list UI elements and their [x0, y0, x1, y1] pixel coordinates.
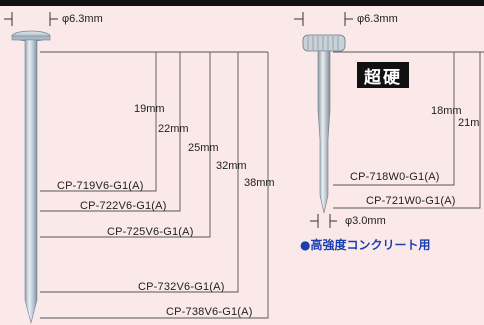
length-label-19: 19mm [134, 103, 165, 115]
right-head-diameter: φ6.3mm [357, 13, 398, 25]
carbide-badge: 超硬 [357, 62, 409, 88]
left-length-leaders [40, 51, 269, 319]
right-nail-illustration [302, 34, 346, 214]
length-label-38: 38mm [244, 177, 275, 189]
shank-diameter-marks [310, 214, 337, 228]
right-length-leaders [333, 51, 484, 209]
model-cp-719: CP-719V6-G1(A) [57, 180, 144, 192]
length-label-25: 25mm [188, 142, 219, 154]
left-head-diameter: φ6.3mm [62, 13, 103, 25]
model-cp-738: CP-738V6-G1(A) [166, 306, 253, 318]
right-head-diameter-marks [294, 12, 353, 26]
length-label-21: 21m [458, 117, 480, 129]
model-cp-722: CP-722V6-G1(A) [80, 200, 167, 212]
concrete-use-note: ●高強度コンクリート用 [300, 238, 431, 252]
left-nail-illustration [11, 30, 51, 325]
length-label-22: 22mm [158, 123, 189, 135]
left-head-diameter-marks [4, 12, 58, 26]
length-label-18: 18mm [431, 105, 462, 117]
model-cp-718: CP-718W0-G1(A) [350, 171, 440, 183]
model-cp-732: CP-732V6-G1(A) [138, 281, 225, 293]
shank-diameter: φ3.0mm [345, 215, 386, 227]
model-cp-725: CP-725V6-G1(A) [107, 226, 194, 238]
model-cp-721: CP-721W0-G1(A) [366, 195, 456, 207]
header-bar [0, 0, 484, 6]
length-label-32: 32mm [216, 160, 247, 172]
